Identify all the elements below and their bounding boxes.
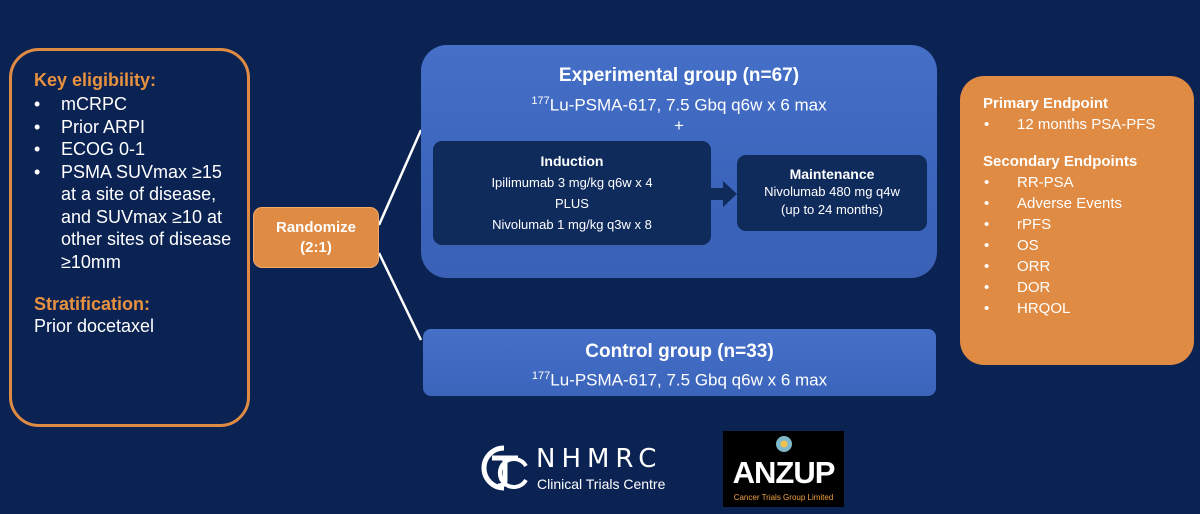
eligibility-list: mCRPC Prior ARPI ECOG 0-1 PSMA SUVmax ≥1… — [34, 93, 237, 273]
eligibility-box: Key eligibility: mCRPC Prior ARPI ECOG 0… — [9, 48, 250, 427]
induction-line: Ipilimumab 3 mg/kg q6w x 4 — [491, 175, 653, 190]
randomize-ratio: (2:1) — [300, 239, 332, 256]
stratification-heading: Stratification: — [34, 294, 151, 314]
experimental-dose: 177Lu-PSMA-617, 7.5 Gbq q6w x 6 max — [421, 90, 937, 117]
experimental-group-title: Experimental group (n=67) — [558, 65, 800, 86]
maintenance-box: Maintenance Nivolumab 480 mg q4w (up to … — [737, 155, 927, 231]
eligibility-item: PSMA SUVmax ≥15 at a site of disease, an… — [34, 161, 237, 274]
connector-to-control — [377, 252, 423, 341]
secondary-endpoint-item: ORR — [983, 256, 1184, 277]
primary-endpoint-list: 12 months PSA-PFS — [983, 114, 1184, 135]
secondary-endpoint-item: RR-PSA — [983, 172, 1184, 193]
primary-endpoint-item: 12 months PSA-PFS — [983, 114, 1184, 135]
maintenance-heading: Maintenance — [789, 166, 875, 182]
experimental-dose-text: Lu-PSMA-617, 7.5 Gbq q6w x 6 max — [549, 95, 827, 115]
secondary-endpoint-item: Adverse Events — [983, 193, 1184, 214]
induction-box: Induction Ipilimumab 3 mg/kg q6w x 4 PLU… — [433, 141, 711, 245]
induction-line: Nivolumab 1 mg/kg q3w x 8 — [492, 217, 652, 232]
arrow-right-icon — [711, 181, 737, 207]
nhmrc-logo-subtitle: Clinical Trials Centre — [537, 476, 666, 492]
eligibility-item: ECOG 0-1 — [34, 138, 237, 161]
control-group-title: Control group (n=33) — [585, 341, 774, 362]
eligibility-heading: Key eligibility: — [34, 70, 157, 90]
anzup-logo-text: ANZUP — [732, 455, 836, 490]
secondary-endpoint-item: OS — [983, 235, 1184, 256]
plus-sign: + — [674, 116, 684, 135]
isotope-mass-number: 177 — [531, 370, 551, 382]
induction-heading: Induction — [540, 153, 604, 169]
isotope-mass-number: 177 — [531, 95, 550, 107]
eligibility-item: mCRPC — [34, 93, 237, 116]
secondary-endpoint-item: DOR — [983, 277, 1184, 298]
nhmrc-logo-mark-icon — [481, 445, 528, 491]
nhmrc-logo-text: NHMRC — [536, 444, 663, 474]
connector-to-experimental — [377, 129, 423, 226]
eligibility-item: Prior ARPI — [34, 116, 237, 139]
secondary-endpoint-item: HRQOL — [983, 298, 1184, 319]
stratification-value: Prior docetaxel — [34, 316, 155, 336]
maintenance-line: Nivolumab 480 mg q4w — [764, 184, 900, 199]
induction-line: PLUS — [555, 196, 589, 211]
anzup-logo: ANZUP Cancer Trials Group Limited — [723, 431, 844, 507]
anzup-drop-icon — [776, 436, 792, 452]
control-dose: 177Lu-PSMA-617, 7.5 Gbq q6w x 6 max — [423, 365, 936, 392]
primary-endpoint-heading: Primary Endpoint — [983, 95, 1109, 112]
control-group-box: Control group (n=33) 177Lu-PSMA-617, 7.5… — [423, 329, 936, 396]
anzup-logo-subtitle: Cancer Trials Group Limited — [733, 493, 834, 502]
randomize-label: Randomize — [275, 219, 356, 236]
control-dose-text: Lu-PSMA-617, 7.5 Gbq q6w x 6 max — [550, 370, 828, 390]
secondary-endpoint-item: rPFS — [983, 214, 1184, 235]
secondary-endpoints-heading: Secondary Endpoints — [983, 153, 1138, 170]
randomize-box: Randomize (2:1) — [253, 207, 379, 268]
endpoints-box: Primary Endpoint 12 months PSA-PFS Secon… — [960, 76, 1194, 365]
secondary-endpoints-list: RR-PSA Adverse Events rPFS OS ORR DOR HR… — [983, 172, 1184, 319]
maintenance-line: (up to 24 months) — [781, 202, 883, 217]
